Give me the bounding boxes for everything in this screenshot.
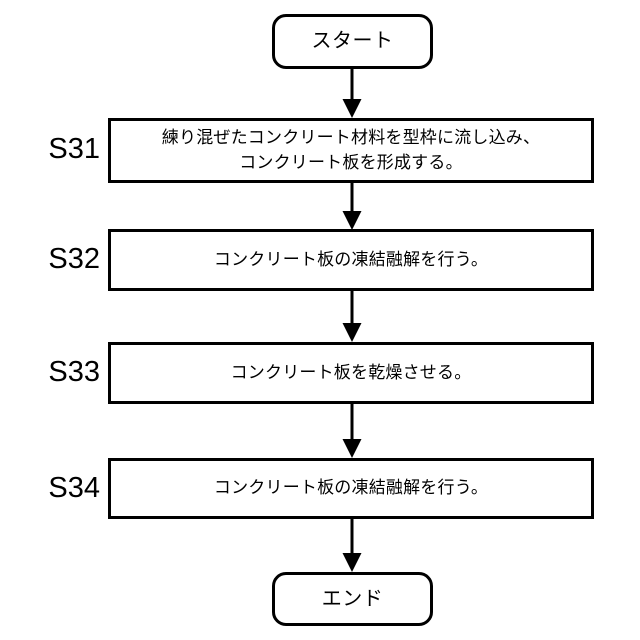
arrow-s31-to-s32 (339, 183, 365, 230)
node-s32-line-1: コンクリート板の凍結融解を行う。 (213, 249, 489, 269)
node-s34-text: コンクリート板の凍結融解を行う。 (214, 476, 488, 501)
node-end[interactable]: エンド (272, 572, 433, 626)
node-s32-text: コンクリート板の凍結融解を行う。 (214, 248, 488, 273)
node-s31-line-1: 練り混ぜたコンクリート材料を型枠に流し込み、 (161, 127, 541, 147)
node-start[interactable]: スタート (272, 14, 433, 69)
node-s31-line-2: コンクリート板を形成する。 (239, 152, 463, 172)
node-s31[interactable]: 練り混ぜたコンクリート材料を型枠に流し込み、 コンクリート板を形成する。 (108, 118, 594, 183)
arrow-s32-to-s33 (339, 291, 365, 342)
arrow-s34-to-end (339, 519, 365, 572)
node-s32[interactable]: コンクリート板の凍結融解を行う。 (108, 229, 594, 291)
step-label-s33: S33 (48, 356, 100, 388)
step-label-s31: S31 (48, 133, 100, 165)
step-label-s34: S34 (48, 472, 100, 504)
node-end-label: エンド (321, 587, 384, 610)
node-start-label: スタート (311, 30, 394, 52)
node-s34-line-1: コンクリート板の凍結融解を行う。 (213, 478, 489, 498)
node-s33-line-1: コンクリート板を乾燥させる。 (230, 362, 472, 382)
node-s31-text: 練り混ぜたコンクリート材料を型枠に流し込み、 コンクリート板を形成する。 (162, 126, 540, 175)
node-s33-text: コンクリート板を乾燥させる。 (231, 361, 472, 386)
arrow-s33-to-s34 (339, 404, 365, 458)
step-label-s32: S32 (48, 243, 100, 275)
arrow-start-to-s31 (339, 69, 365, 118)
node-s33[interactable]: コンクリート板を乾燥させる。 (108, 342, 594, 404)
node-s34[interactable]: コンクリート板の凍結融解を行う。 (108, 458, 594, 519)
